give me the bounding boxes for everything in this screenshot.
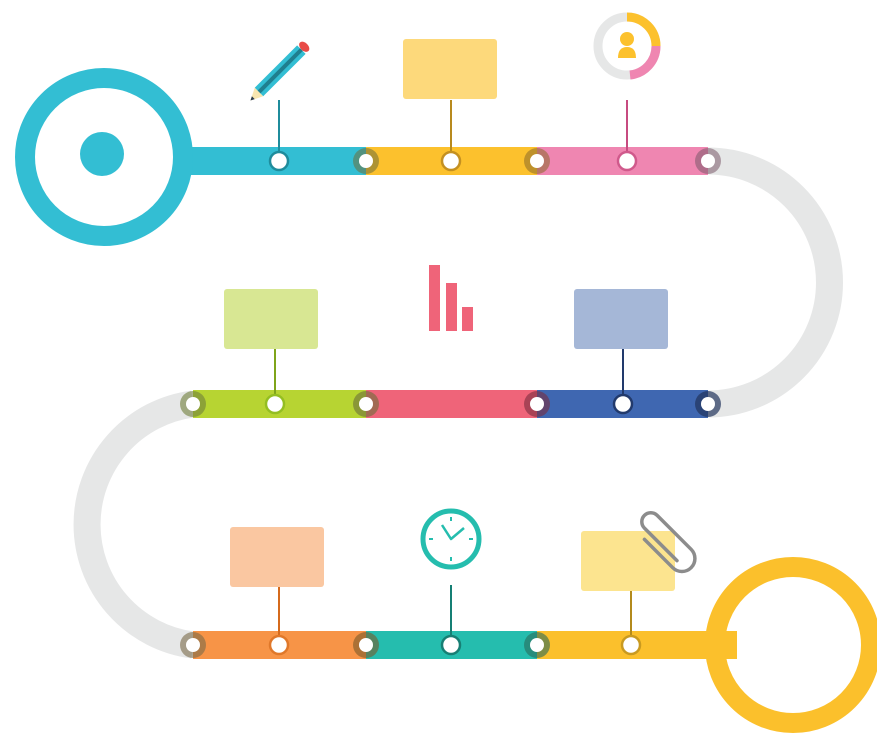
milestone-box-lime (264, 343, 286, 415)
paperclip-icon (640, 511, 697, 574)
content-box-yellow (403, 39, 497, 99)
joint-node (353, 632, 379, 658)
content-box-blue (574, 289, 668, 349)
milestone-row-1 (268, 100, 638, 172)
joint-node (695, 148, 721, 174)
pencil-icon (250, 41, 310, 101)
track-segment-red (366, 390, 537, 418)
milestone-box-blue (612, 343, 634, 415)
joint-node (180, 391, 206, 417)
joint-node (180, 632, 206, 658)
start-marker (15, 68, 193, 246)
milestone-row-2 (264, 343, 634, 415)
milestone-pencil (268, 100, 290, 172)
bar-chart-icon (429, 265, 473, 331)
content-box-lightyellow (581, 531, 675, 591)
joint-node (353, 391, 379, 417)
curve-connector-left (73, 390, 195, 659)
joint-node (695, 391, 721, 417)
user-icon (593, 12, 661, 80)
content-box-peach (230, 527, 324, 587)
milestone-box-peach (268, 585, 290, 656)
curve-connector-right (707, 147, 843, 418)
milestone-row-3 (268, 585, 642, 656)
milestone-user (616, 100, 638, 172)
joint-node (524, 148, 550, 174)
milestone-box-yellow (440, 100, 462, 172)
clock-icon (420, 508, 482, 570)
content-box-lime (224, 289, 318, 349)
milestone-box-lightyellow (620, 585, 642, 656)
end-marker (705, 557, 877, 733)
joint-node (524, 391, 550, 417)
joint-nodes (180, 148, 721, 658)
milestone-clock (440, 585, 462, 656)
joint-node (524, 632, 550, 658)
joint-node (353, 148, 379, 174)
